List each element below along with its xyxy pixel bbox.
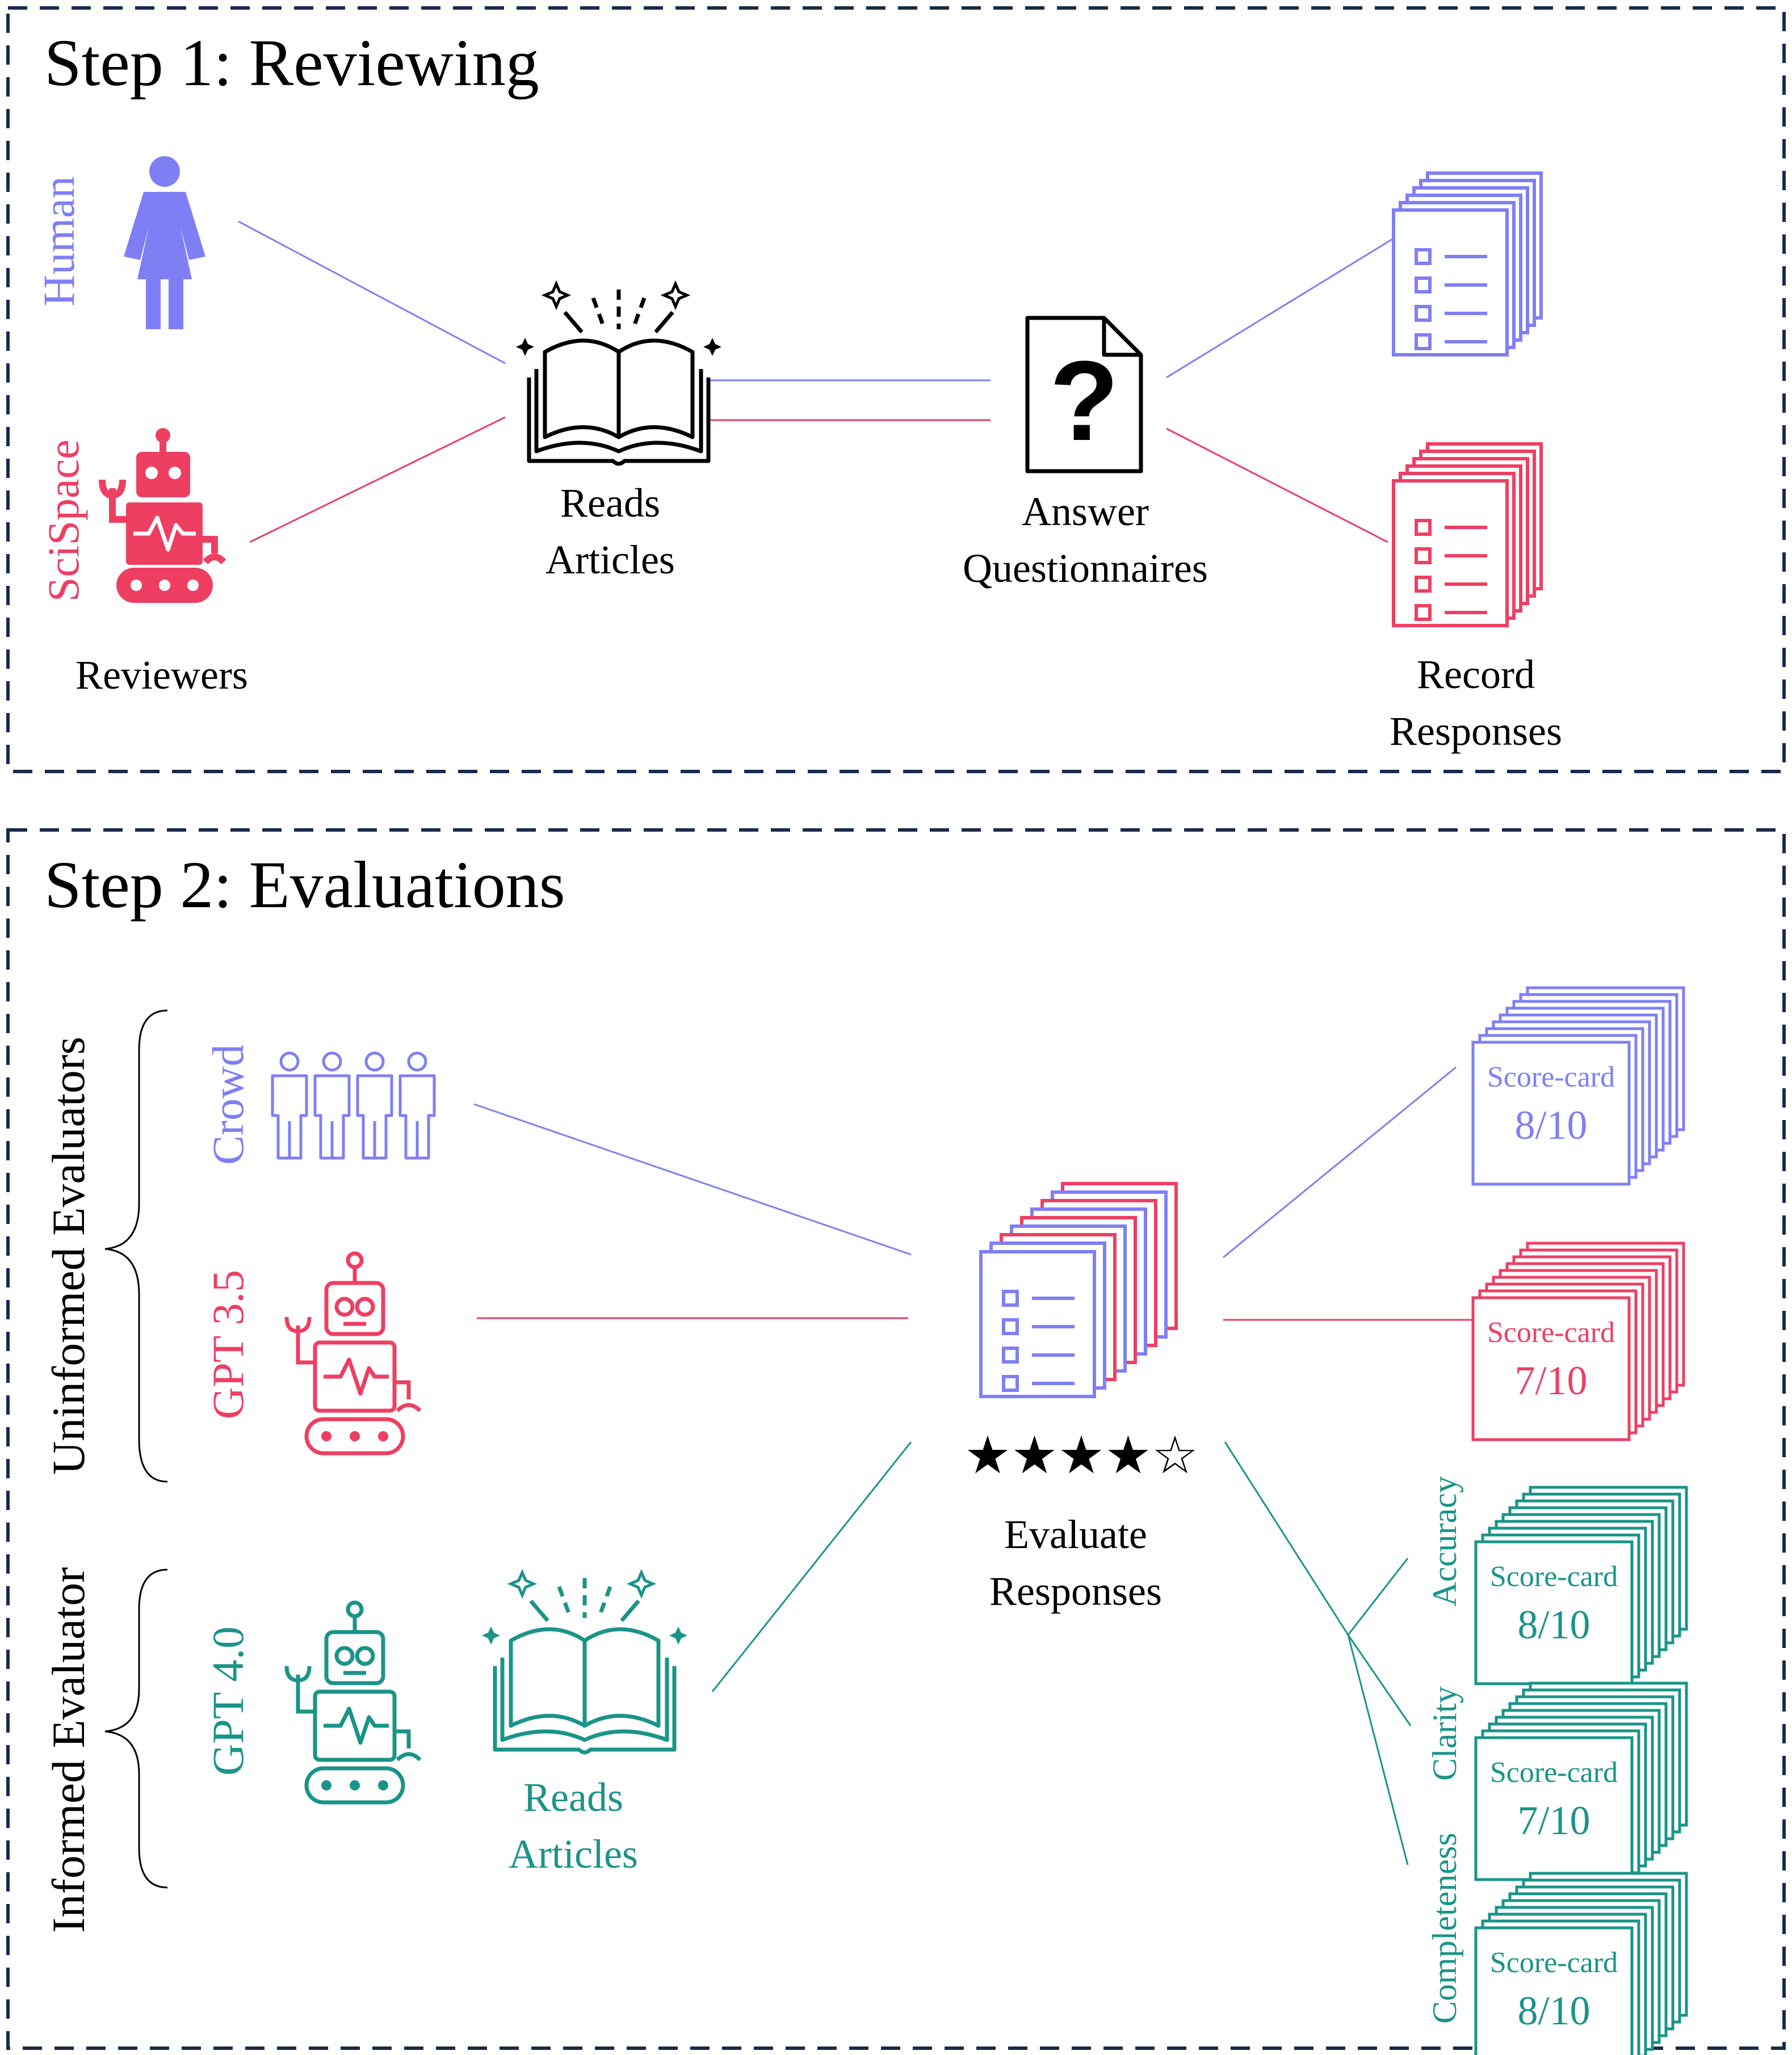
scorecard-stacks: Score-card8/10Score-card7/10Score-card8/…: [1426, 986, 1688, 2055]
teal-book-icon: [482, 1572, 687, 1752]
step1-title: Step 1: Reviewing: [44, 26, 539, 100]
open-book-icon: [516, 284, 721, 464]
gpt35-label: GPT 3.5: [203, 1270, 253, 1419]
branch-to-accuracy-line: [1347, 1558, 1409, 1635]
step2-reads-line2: Articles: [509, 1831, 638, 1877]
record-line2: Responses: [1390, 708, 1562, 754]
step1-connectors: [238, 220, 1394, 543]
crowd-to-center-line: [473, 1103, 912, 1256]
book-to-center-line: [711, 1441, 912, 1692]
scorecard-score: 8/10: [1514, 1102, 1587, 1148]
record-line1: Record: [1417, 652, 1535, 697]
gpt40-robot-icon: [287, 1603, 420, 1802]
scispace-to-book-line: [249, 416, 506, 543]
rating-stars: ★★★★☆: [964, 1425, 1198, 1486]
scorecard-score: 7/10: [1514, 1358, 1587, 1403]
question-document-icon: ?: [1025, 316, 1143, 473]
scorecard-stack-3: Score-card 8/10 Accuracy: [1426, 1476, 1688, 1685]
branch-to-clarity-line: [1347, 1634, 1412, 1726]
answer-line1: Answer: [1022, 489, 1149, 534]
scispace-robot-icon: [99, 428, 226, 603]
scorecard-score: 8/10: [1517, 1988, 1590, 2033]
scorecard-front: [1471, 1041, 1631, 1186]
gpt35-robot-icon: [287, 1253, 420, 1453]
human-to-book-line: [238, 220, 506, 364]
reviewers-label: Reviewers: [75, 652, 248, 698]
step1-reads-line2: Articles: [545, 537, 675, 582]
answer-line2: Questionnaires: [963, 546, 1208, 591]
scispace-label: SciSpace: [39, 439, 88, 602]
question-to-scispace-sheets-line: [1166, 427, 1388, 543]
scispace-questionnaire-stack-icon: [1394, 444, 1541, 626]
step2-reads-line1: Reads: [523, 1775, 623, 1820]
human-icon: [124, 156, 205, 329]
informed-evaluator-label: Informed Evaluator: [43, 1567, 94, 1933]
crowd-label: Crowd: [203, 1045, 253, 1165]
question-mark: ?: [1050, 338, 1119, 464]
step2-connectors: [473, 1066, 1473, 1865]
step2-title: Step 2: Evaluations: [44, 848, 565, 922]
question-to-human-sheets-line: [1166, 237, 1394, 379]
scorecard-title: Score-card: [1487, 1316, 1615, 1349]
criterion-label: Accuracy: [1426, 1476, 1463, 1607]
scorecard-score: 8/10: [1517, 1602, 1590, 1647]
human-label: Human: [34, 176, 83, 307]
branch-to-completeness-line: [1347, 1634, 1409, 1865]
scorecard-front: [1471, 1296, 1631, 1441]
scorecard-stack-4: Score-card 7/10 Clarity: [1426, 1681, 1688, 1881]
criterion-label: Completeness: [1426, 1832, 1463, 2024]
scorecard-title: Score-card: [1490, 1756, 1618, 1789]
informed-brace: [104, 1568, 168, 1889]
scorecard-title: Score-card: [1487, 1061, 1615, 1093]
center-to-crowd-card-line: [1223, 1066, 1457, 1259]
evaluate-line2: Responses: [989, 1568, 1162, 1614]
step2-frame: [6, 828, 1786, 2050]
scorecard-stack-2: Score-card 7/10: [1471, 1242, 1685, 1441]
step1-reads-line1: Reads: [560, 480, 660, 526]
criterion-label: Clarity: [1426, 1686, 1463, 1781]
scorecard-title: Score-card: [1490, 1947, 1618, 1979]
center-to-branch-line: [1224, 1441, 1349, 1635]
uninformed-brace: [104, 1009, 168, 1483]
scorecard-front: [1474, 1926, 1634, 2055]
scorecard-front: [1474, 1736, 1634, 1881]
scorecard-stack-1: Score-card 8/10: [1471, 986, 1685, 1186]
evaluate-line1: Evaluate: [1004, 1512, 1147, 1557]
gpt40-label: GPT 4.0: [203, 1626, 253, 1776]
human-questionnaire-stack-icon: [1394, 173, 1541, 355]
scorecard-score: 7/10: [1517, 1798, 1590, 1843]
scorecard-stack-5: Score-card 8/10 Completeness: [1426, 1832, 1688, 2055]
uninformed-evaluators-label: Uninformed Evaluators: [43, 1037, 94, 1475]
scorecard-title: Score-card: [1490, 1561, 1618, 1593]
crowd-icon: [272, 1053, 434, 1158]
mixed-questionnaire-stack-icon: [981, 1184, 1176, 1396]
